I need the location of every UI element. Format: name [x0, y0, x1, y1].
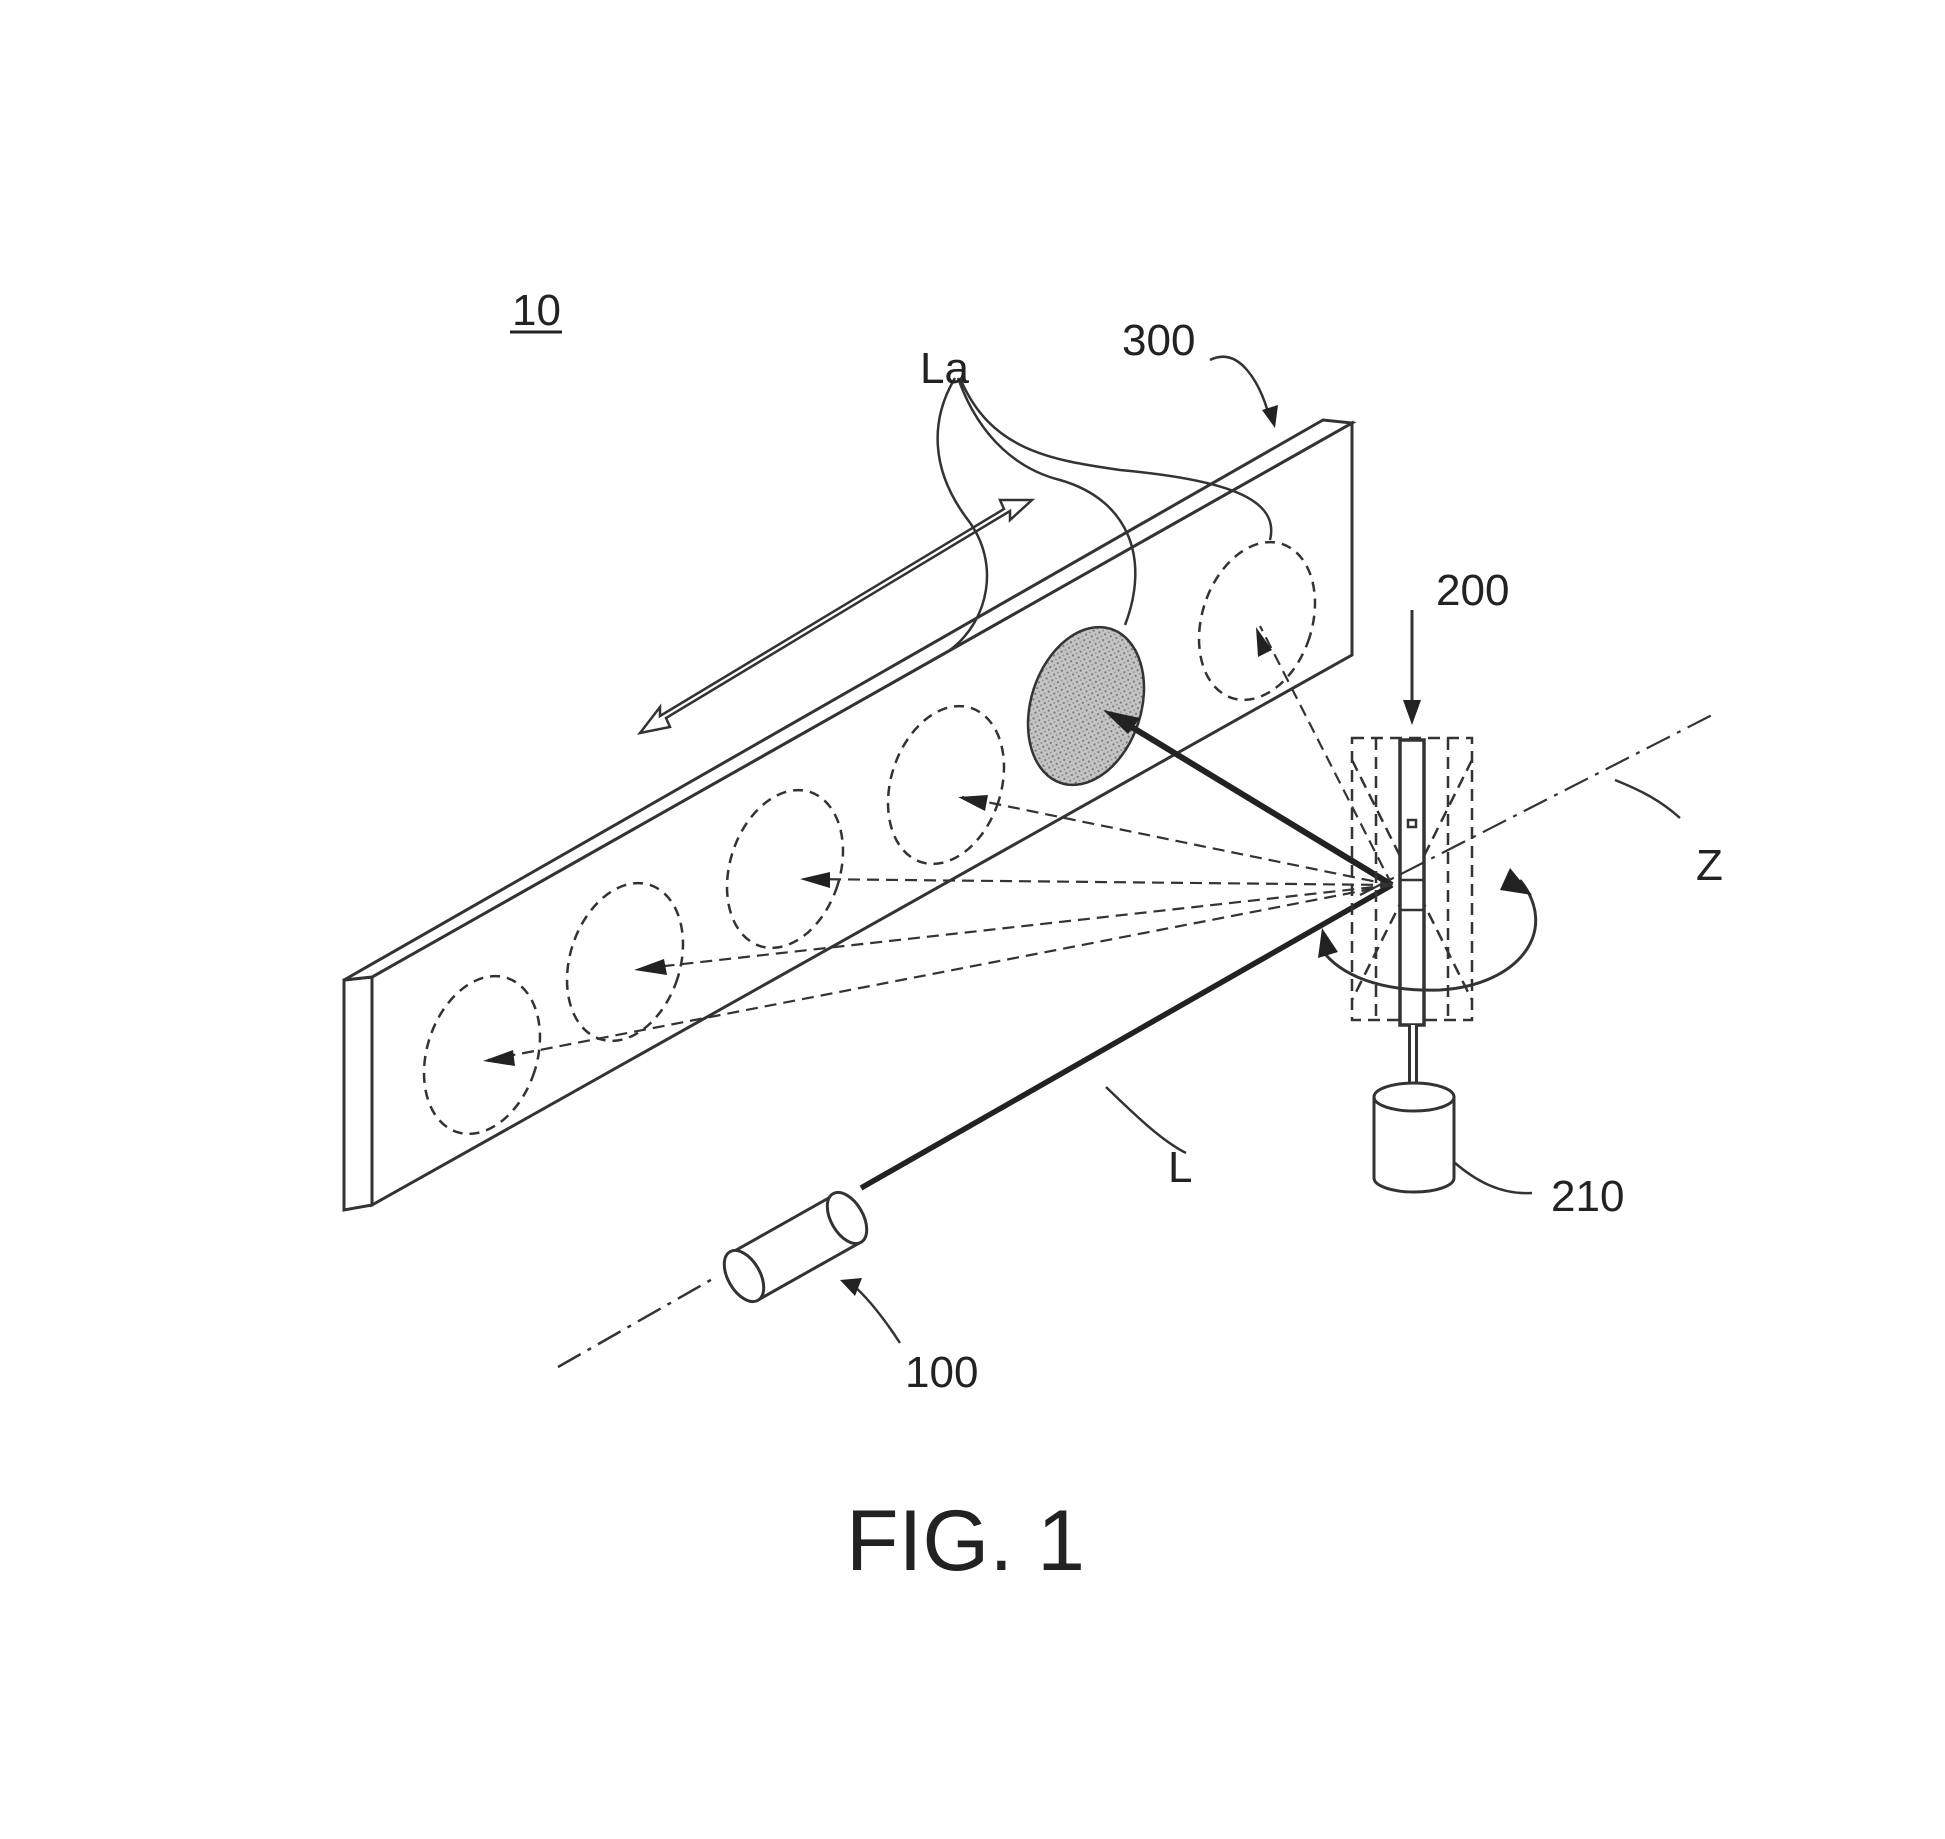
leader-210: [1455, 1163, 1532, 1193]
axis-label: Z: [1696, 841, 1723, 890]
incident-laser-beam: [861, 885, 1392, 1188]
mirror-ref-label: 200: [1436, 566, 1509, 615]
reflected-beam-solid: [1103, 710, 1392, 885]
screen-ref-label: 300: [1122, 316, 1195, 365]
figure-caption: FIG. 1: [846, 1493, 1085, 1589]
screen-front-face: [372, 423, 1352, 1205]
laser-ref-label: 100: [905, 1348, 978, 1397]
leader-300: [1210, 357, 1268, 412]
spot-label: La: [920, 344, 969, 393]
motor: [1374, 1083, 1454, 1192]
mirror-pointer-arrow: [1403, 610, 1421, 725]
screen-plate: [344, 420, 1352, 1210]
device-ref-label: 10: [512, 286, 561, 335]
leader-100: [853, 1285, 900, 1343]
motor-ref-label: 210: [1551, 1172, 1624, 1221]
leader-z: [1615, 780, 1680, 818]
mirror-plate: [1400, 740, 1424, 1025]
beam-label: L: [1168, 1143, 1192, 1192]
rotating-mirror: [1352, 738, 1472, 1118]
optical-axis-line: [558, 1277, 716, 1367]
screen-left-edge: [344, 977, 372, 1210]
rotation-arrow: [1318, 868, 1536, 990]
